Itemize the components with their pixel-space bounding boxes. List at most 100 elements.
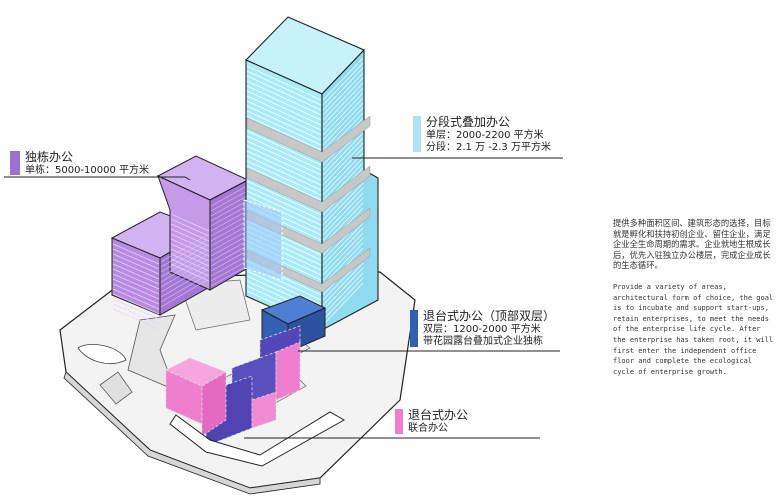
block-floor-line <box>210 220 248 242</box>
block-floor-line <box>170 223 210 242</box>
block-floor-line <box>210 185 248 207</box>
tower-floor-line <box>246 70 322 106</box>
block-floor-line <box>210 255 248 277</box>
block-floor-line <box>112 298 160 320</box>
block-floor-line <box>112 303 160 325</box>
segmented-office-tower <box>243 16 379 331</box>
tower-floor-line <box>246 95 322 131</box>
tower-floor-line <box>246 80 322 116</box>
podium-outline <box>169 411 346 467</box>
tower-segment-band <box>246 165 371 213</box>
tower-floor-line <box>246 165 322 201</box>
tower-floor-line <box>246 160 322 196</box>
block-floor-line <box>170 253 210 272</box>
tower-floor-line <box>246 75 322 111</box>
terrace-top-swatch <box>410 310 418 347</box>
tower-floor-line <box>246 155 322 191</box>
block-floor-line <box>170 258 210 277</box>
block-floor-line <box>170 238 210 257</box>
tower-floor-line <box>246 65 322 101</box>
tower-floor-line <box>322 102 364 146</box>
block-floor-line <box>160 239 208 268</box>
block-floor-line <box>170 218 210 237</box>
block-floor-line <box>112 293 160 315</box>
block-floor-line <box>170 263 210 282</box>
block-floor-line <box>210 265 248 287</box>
tower-floor-line <box>246 185 322 221</box>
tower-floor-line <box>246 270 322 306</box>
terrace-top-line1: 双层：1200-2000 平方米 <box>423 324 541 335</box>
block-floor-line <box>170 213 210 232</box>
tower-floor-line <box>246 190 322 226</box>
tower-segment-bands <box>246 115 371 293</box>
tower-floor-line <box>322 227 364 271</box>
tower-floor-line <box>322 277 364 321</box>
tower-floor-line <box>246 195 322 231</box>
block-floor-line <box>210 210 248 232</box>
block-floor-lines <box>112 185 248 330</box>
tower-floor-line <box>322 152 364 196</box>
block-floor-line <box>210 260 248 282</box>
terrace-top-line2: 带花园露台叠加式企业独栋 <box>423 336 543 347</box>
tower-floor-line <box>322 77 364 121</box>
tower-floor-line <box>322 57 364 101</box>
block-floor-line <box>112 288 160 310</box>
block-floor-line <box>210 205 248 227</box>
block-floor-line <box>160 269 208 298</box>
tower-floor-line <box>322 157 364 201</box>
site-edge <box>63 371 321 495</box>
description-en: Provide a variety of areas, architectura… <box>613 283 774 376</box>
pond <box>77 344 127 364</box>
block-floor-line <box>210 240 248 262</box>
tower-floor-line <box>246 105 322 141</box>
block-floor-line <box>112 258 160 280</box>
tower-floor-line <box>322 72 364 116</box>
leader-single <box>4 176 191 181</box>
tower-floor-line <box>322 147 364 191</box>
block-floor-line <box>160 274 208 303</box>
block-floor-line <box>170 233 210 252</box>
description-cn: 提供多种面积区间、建筑形态的选择，目标就是孵化和扶持初创企业、留住企业，满足企业… <box>613 218 771 271</box>
block-floor-line <box>210 200 248 222</box>
terrace-swatch <box>395 409 403 434</box>
block-floor-line <box>210 245 248 267</box>
block-floor-line <box>112 263 160 285</box>
block-floor-line <box>112 243 160 265</box>
block-floor-line <box>112 268 160 290</box>
tower-floor-line <box>322 282 364 326</box>
tower-floor-line <box>322 222 364 266</box>
tower-floor-line <box>246 180 322 216</box>
block-floor-line <box>210 230 248 252</box>
tower-floor-line <box>322 192 364 236</box>
block-floor-line <box>210 215 248 237</box>
single-swatch <box>10 151 20 175</box>
tower-floor-line <box>322 267 364 311</box>
block-floor-line <box>112 308 160 330</box>
block-floor-line <box>160 279 208 308</box>
single-title: 独栋办公 <box>25 150 74 164</box>
segmented-title: 分段式叠加办公 <box>426 115 511 129</box>
block-floor-line <box>112 248 160 270</box>
tower-floor-line <box>322 132 364 176</box>
tower-floor-line <box>246 135 322 171</box>
terrace-line1: 联合办公 <box>408 423 448 434</box>
tower-floor-line <box>322 197 364 241</box>
tower-floor-line <box>246 140 322 176</box>
block-floor-line <box>160 244 208 273</box>
pink-right <box>275 341 301 401</box>
block-floor-line <box>170 243 210 262</box>
tower-floor-line <box>246 110 322 146</box>
tower-floor-line <box>322 182 364 226</box>
block-floor-line <box>112 253 160 275</box>
tower-floor-line <box>246 130 322 166</box>
tower-floor-line <box>322 97 364 141</box>
axonometric-building-diagram <box>4 16 563 495</box>
tower-floor-line <box>322 92 364 136</box>
tower-ghost-box <box>243 199 283 281</box>
tower-floor-line <box>246 145 322 181</box>
block-floor-line <box>112 278 160 300</box>
block-floor-line <box>112 273 160 295</box>
tower-floor-line <box>246 90 322 126</box>
tower-floor-line <box>322 187 364 231</box>
